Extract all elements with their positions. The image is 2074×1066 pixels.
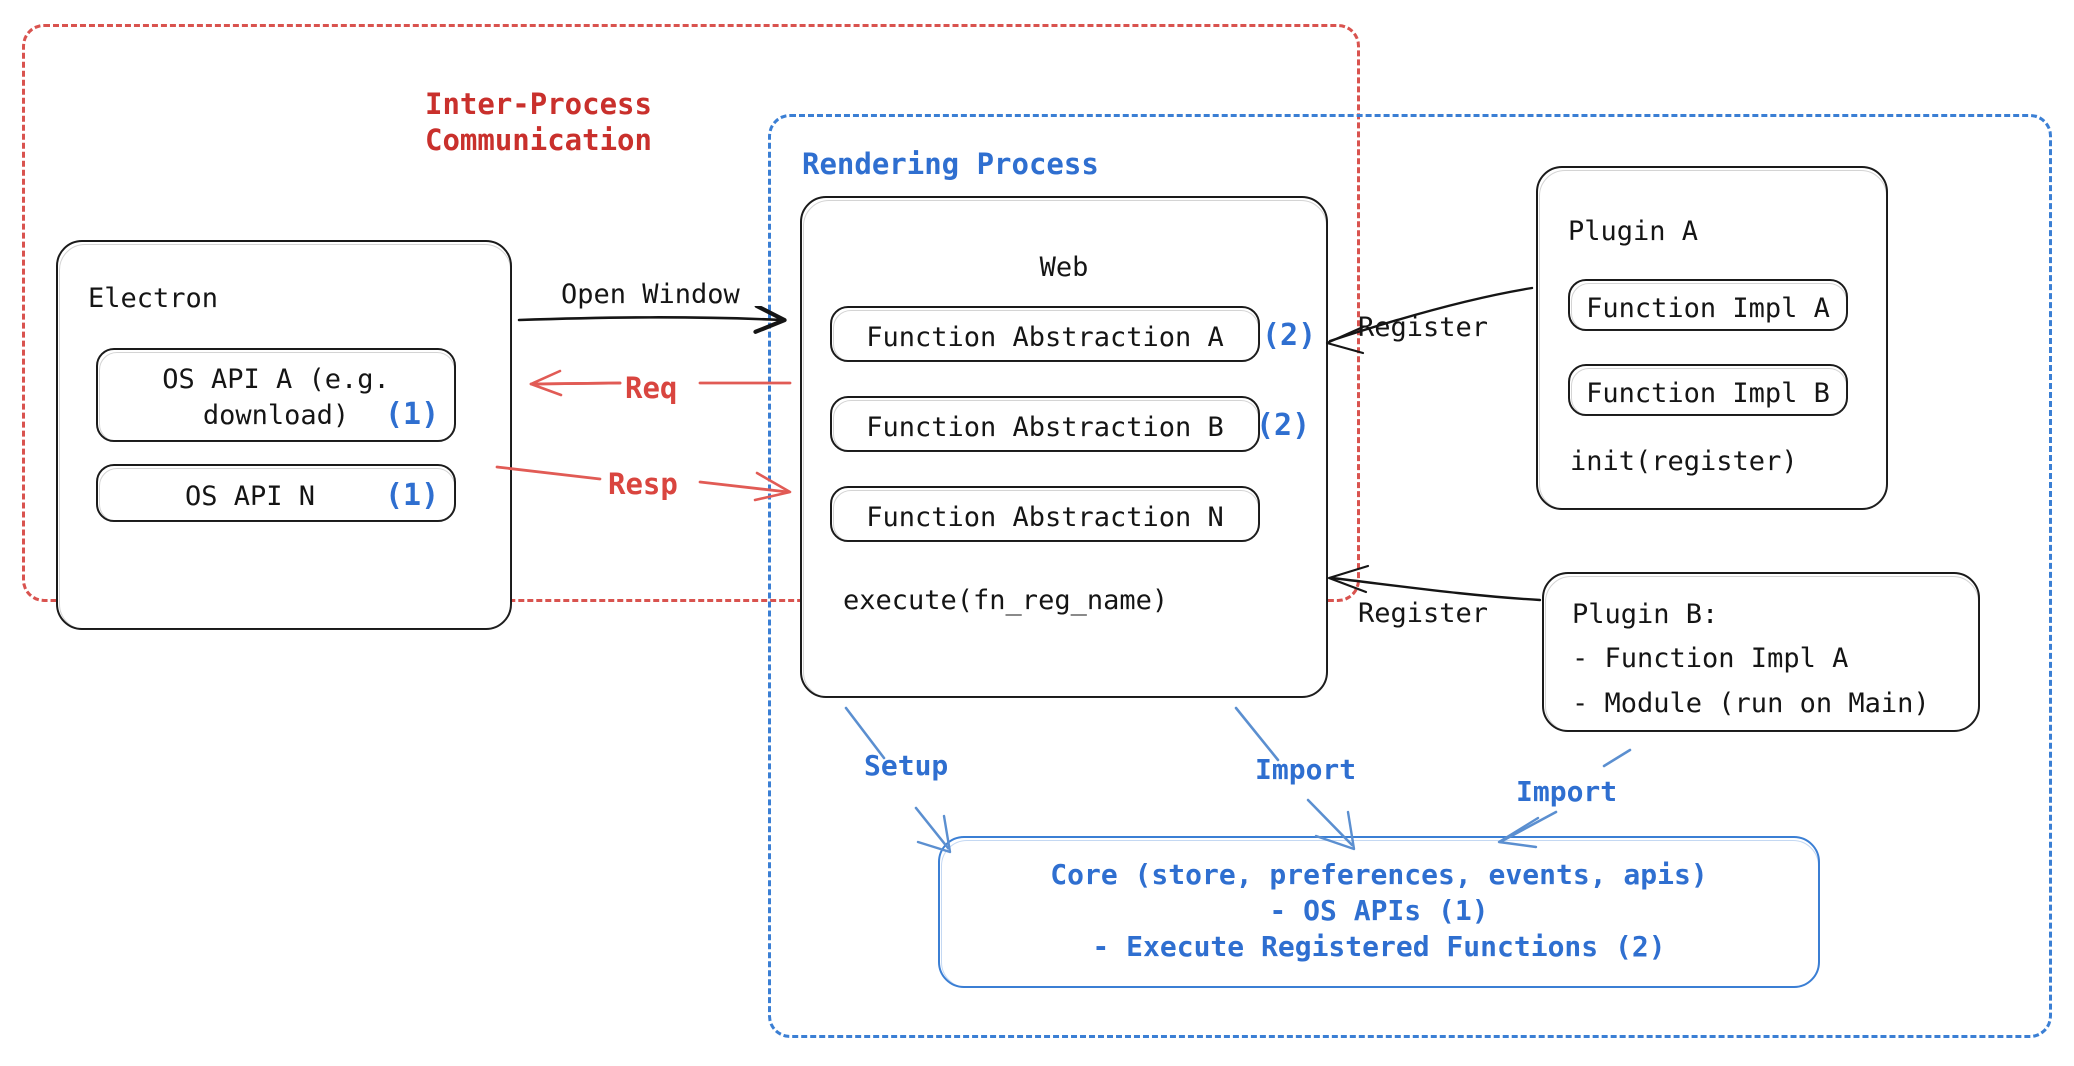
plugin-b-line-1: - Function Impl A	[1572, 643, 1849, 674]
plugin-a-impl-b-label: Function Impl B	[1586, 378, 1830, 409]
plugin-a-title: Plugin A	[1568, 216, 1699, 247]
group-label-rendering-process: Rendering Process	[802, 147, 1099, 181]
function-abstraction-a-box[interactable]	[830, 306, 1260, 362]
function-abstraction-a-label: Function Abstraction A	[866, 322, 1224, 353]
edge-label-resp: Resp	[608, 467, 678, 501]
os-api-a-box[interactable]	[96, 348, 456, 442]
edge-label-register-plugin-b: Register	[1358, 598, 1489, 629]
plugin-b-title: Plugin B:	[1572, 599, 1719, 630]
os-api-n-label: OS API N	[184, 481, 316, 512]
os-api-n-marker: (1)	[385, 478, 440, 513]
edge-label-import-web: Import	[1255, 753, 1357, 786]
edge-label-open-window: Open Window	[561, 279, 740, 310]
function-abstraction-n-label: Function Abstraction N	[866, 502, 1224, 533]
function-abstraction-a-marker: (2)	[1262, 318, 1317, 353]
os-api-n-box[interactable]	[96, 464, 456, 522]
plugin-a-impl-b-box[interactable]	[1568, 364, 1848, 416]
function-abstraction-b-label: Function Abstraction B	[866, 412, 1224, 443]
plugin-a-box[interactable]	[1536, 166, 1888, 510]
function-abstraction-b-marker: (2)	[1256, 408, 1311, 443]
plugin-a-init-label: init(register)	[1570, 446, 1798, 477]
core-box[interactable]	[938, 836, 1820, 988]
web-title: Web	[1039, 252, 1089, 283]
edge-label-req: Req	[625, 371, 678, 405]
group-rendering-process	[768, 114, 2052, 1038]
os-api-a-marker: (1)	[385, 397, 440, 432]
edge-label-register-plugin-a: Register	[1358, 312, 1489, 343]
edge-label-setup: Setup	[864, 749, 949, 782]
plugin-b-box[interactable]	[1542, 572, 1980, 732]
edge-label-import-plugin-b: Import	[1516, 775, 1618, 808]
plugin-a-impl-a-label: Function Impl A	[1586, 293, 1830, 324]
electron-title: Electron	[88, 283, 219, 314]
os-api-a-label: OS API A (e.g. download)	[162, 364, 390, 431]
web-execute-label: execute(fn_reg_name)	[843, 585, 1169, 616]
core-line-1: Core (store, preferences, events, apis)	[1050, 858, 1708, 891]
function-abstraction-b-box[interactable]	[830, 396, 1260, 452]
plugin-a-impl-a-box[interactable]	[1568, 279, 1848, 331]
function-abstraction-n-box[interactable]	[830, 486, 1260, 542]
core-line-2: - OS APIs (1)	[1269, 894, 1489, 927]
core-line-3: - Execute Registered Functions (2)	[1092, 930, 1666, 963]
plugin-b-line-2: - Module (run on Main)	[1572, 688, 1930, 719]
group-label-ipc: Inter-Process Communication	[425, 87, 652, 158]
